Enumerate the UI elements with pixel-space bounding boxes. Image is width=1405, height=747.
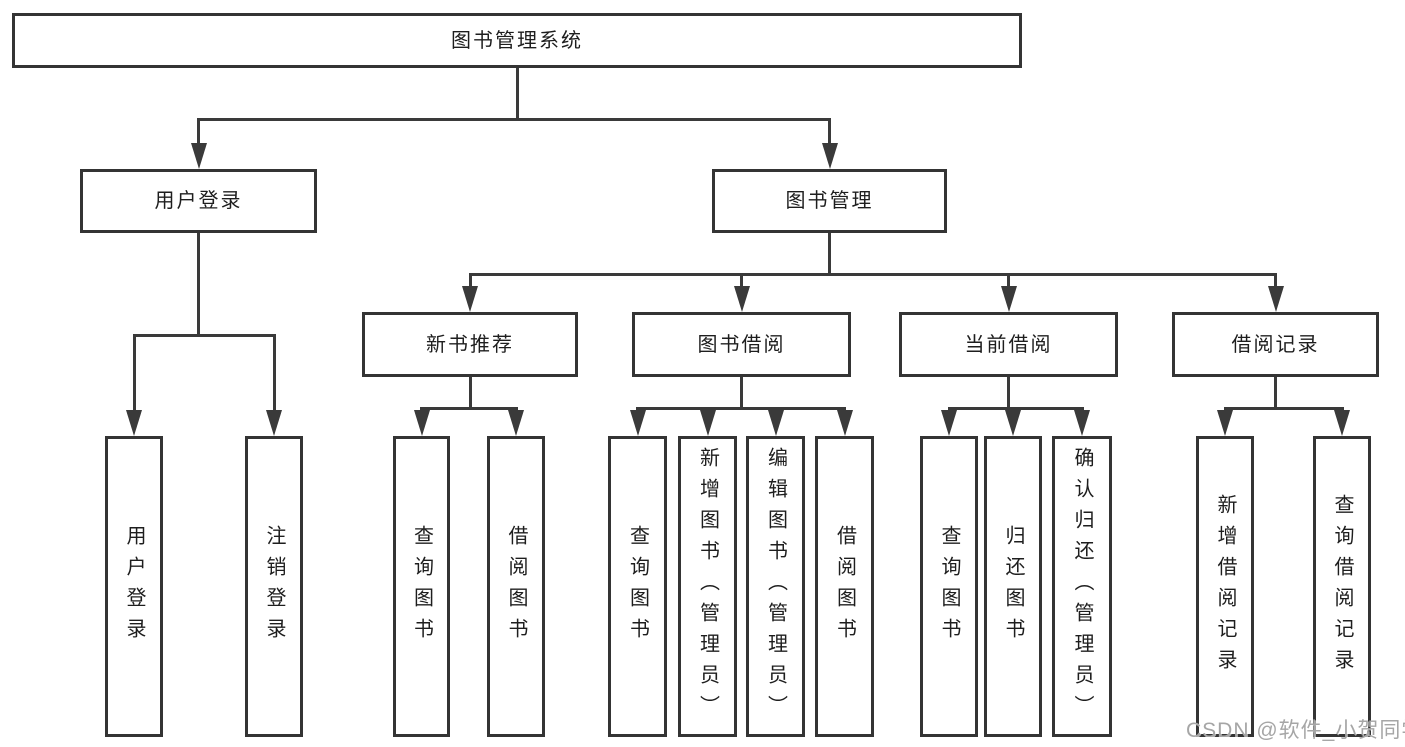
node-label-leaf-query-book-1: 查询图书	[410, 524, 433, 649]
connector-rail-system	[197, 118, 831, 121]
node-label-user-login: 用户登录	[154, 190, 243, 212]
connector-rail-borrow-record	[1223, 407, 1344, 410]
csdn-watermark: CSDN @软件_小贺同学	[1186, 719, 1405, 742]
arrowhead-down-icon	[413, 410, 430, 436]
node-label-leaf-add-book: 新增图书（管理员）	[696, 447, 719, 726]
arrowhead-down-icon	[126, 410, 142, 436]
node-leaf-add-record: 新增借阅记录	[1196, 436, 1254, 737]
connector-stem-book-borrow	[740, 273, 743, 290]
node-leaf-add-book: 新增图书（管理员）	[678, 436, 737, 737]
arrowhead-down-icon	[266, 410, 282, 436]
node-current-borrow: 当前借阅	[899, 312, 1118, 377]
arrowhead-down-icon	[733, 286, 750, 312]
node-label-leaf-borrow-book-1: 借阅图书	[505, 524, 527, 649]
node-leaf-query-book-1: 查询图书	[393, 436, 450, 737]
node-label-current-borrow: 当前借阅	[964, 333, 1053, 356]
connector-stem-leaf-logout	[272, 334, 276, 414]
connector-rail-current-borrow	[947, 407, 1084, 410]
node-leaf-edit-book: 编辑图书（管理员）	[746, 436, 805, 737]
node-label-leaf-query-book-2: 查询图书	[626, 524, 649, 649]
connector-stem-borrow-record	[1274, 273, 1277, 290]
node-leaf-confirm-return: 确认归还（管理员）	[1052, 436, 1112, 737]
node-label-leaf-query-book-3: 查询图书	[938, 524, 960, 649]
connector-rail-book-mgmt	[468, 273, 1277, 276]
arrowhead-down-icon	[1334, 410, 1350, 436]
node-leaf-borrow-book-1: 借阅图书	[487, 436, 545, 737]
connector-stem-new-book-rec	[468, 273, 472, 290]
node-book-borrow: 图书借阅	[632, 312, 851, 377]
node-label-leaf-logout: 注销登录	[263, 524, 285, 649]
connector-drop-new-book-rec	[468, 377, 472, 410]
arrowhead-down-icon	[1074, 410, 1090, 436]
node-label-system: 图书管理系统	[451, 29, 583, 52]
node-leaf-return-book: 归还图书	[984, 436, 1042, 737]
connector-rail-new-book-rec	[420, 407, 518, 410]
connector-drop-book-mgmt	[828, 233, 831, 276]
arrowhead-down-icon	[508, 410, 524, 436]
arrowhead-down-icon	[1267, 286, 1284, 312]
connector-drop-current-borrow	[1007, 377, 1010, 410]
node-label-leaf-confirm-return: 确认归还（管理员）	[1071, 447, 1093, 726]
node-leaf-query-record: 查询借阅记录	[1313, 436, 1371, 737]
arrowhead-down-icon	[699, 410, 716, 436]
connector-drop-user-login	[197, 233, 200, 337]
connector-rail-user-login	[132, 334, 276, 337]
node-label-new-book-rec: 新书推荐	[426, 333, 514, 356]
node-user-login: 用户登录	[80, 169, 317, 233]
arrowhead-down-icon	[941, 410, 957, 436]
connector-stem-book-mgmt	[828, 118, 831, 147]
node-label-leaf-borrow-book-2: 借阅图书	[833, 524, 856, 649]
node-leaf-user-login: 用户登录	[105, 436, 163, 737]
node-label-leaf-query-record: 查询借阅记录	[1331, 493, 1353, 680]
node-system: 图书管理系统	[12, 13, 1022, 68]
connector-drop-system	[515, 68, 519, 121]
arrowhead-down-icon	[1005, 410, 1021, 436]
arrowhead-down-icon	[1000, 286, 1017, 312]
connector-drop-book-borrow	[740, 377, 743, 410]
node-leaf-logout: 注销登录	[245, 436, 303, 737]
node-borrow-record: 借阅记录	[1172, 312, 1379, 377]
node-leaf-query-book-2: 查询图书	[608, 436, 667, 737]
connector-stem-leaf-user-login	[132, 334, 136, 414]
node-label-borrow-record: 借阅记录	[1231, 333, 1320, 356]
arrowhead-down-icon	[767, 410, 784, 436]
connector-rail-book-borrow	[636, 407, 846, 410]
arrowhead-down-icon	[836, 410, 853, 436]
connector-stem-user-login	[197, 118, 200, 147]
arrowhead-down-icon	[462, 286, 478, 312]
arrowhead-down-icon	[1217, 410, 1233, 436]
node-book-mgmt: 图书管理	[712, 169, 947, 233]
connector-stem-current-borrow	[1007, 273, 1010, 290]
node-leaf-query-book-3: 查询图书	[920, 436, 978, 737]
node-label-book-borrow: 图书借阅	[697, 333, 786, 356]
node-label-leaf-return-book: 归还图书	[1002, 524, 1024, 649]
node-leaf-borrow-book-2: 借阅图书	[815, 436, 874, 737]
node-label-leaf-edit-book: 编辑图书（管理员）	[764, 447, 787, 726]
node-label-leaf-user-login: 用户登录	[123, 524, 145, 649]
node-label-leaf-add-record: 新增借阅记录	[1214, 493, 1236, 680]
node-new-book-rec: 新书推荐	[362, 312, 578, 377]
arrowhead-down-icon	[190, 143, 207, 169]
arrowhead-down-icon	[629, 410, 646, 436]
node-label-book-mgmt: 图书管理	[785, 190, 874, 212]
connector-drop-borrow-record	[1274, 377, 1277, 410]
arrowhead-down-icon	[821, 143, 838, 169]
